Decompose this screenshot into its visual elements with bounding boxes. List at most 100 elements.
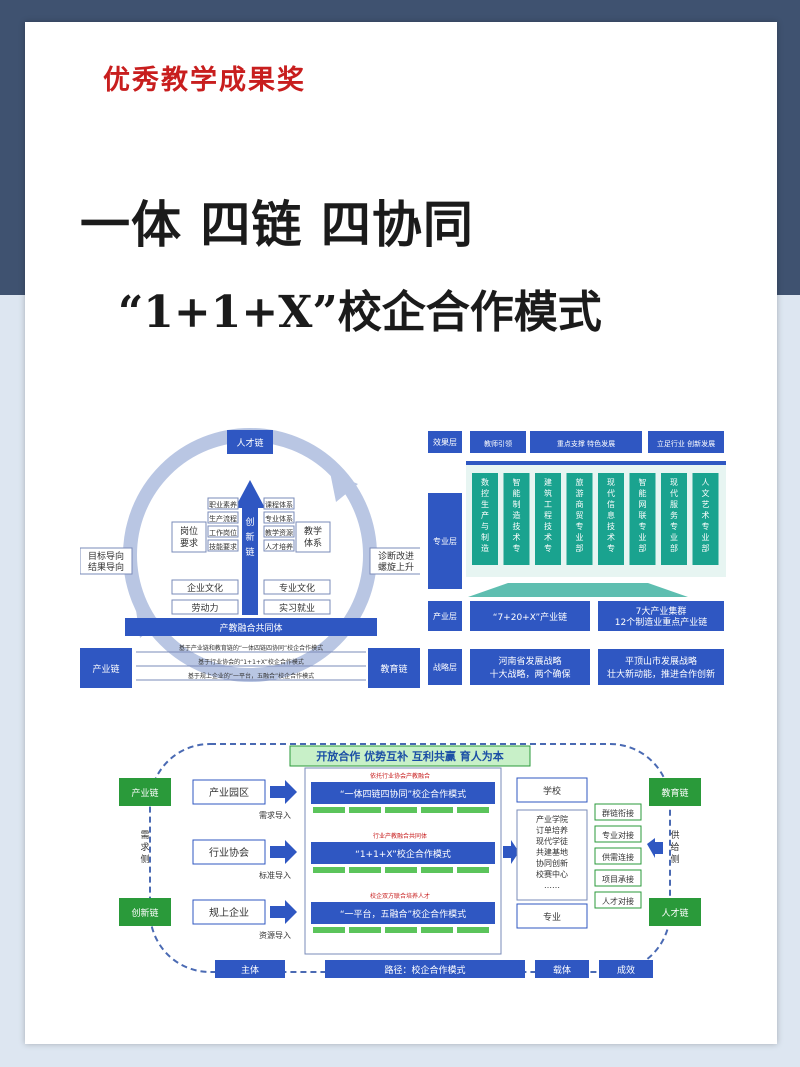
model-box — [311, 842, 495, 864]
talent-chain-label: 人才链 — [236, 437, 263, 449]
source-arrow — [270, 840, 297, 864]
major-column-char: 与 — [481, 522, 489, 531]
major-column-char: 现 — [607, 478, 615, 487]
major-column-char: 能 — [513, 488, 521, 498]
major-column — [566, 473, 593, 565]
major-column-char: 部 — [639, 543, 647, 553]
major-column — [661, 473, 687, 565]
to-school-arrow — [503, 840, 519, 864]
source-note: 需求导入 — [259, 810, 291, 820]
industry-left-box — [470, 601, 590, 631]
source-label: 行业协会 — [209, 846, 249, 859]
model-box — [311, 902, 495, 924]
model-tag — [349, 927, 381, 933]
footer-cell — [535, 960, 589, 978]
svg-text:求: 求 — [140, 841, 149, 853]
cycle-arrow-rows: 基于产业链和教育链的“一体四链四协同”校企合作模式基于行业协会的“1+1+X”校… — [136, 644, 366, 681]
major-culture: 专业文化 — [279, 582, 315, 594]
major-column-char: 术 — [513, 532, 521, 542]
svg-text:7大产业集群: 7大产业集群 — [636, 605, 687, 617]
major-column-char: 贸 — [576, 510, 584, 520]
layer-label-text: 战略层 — [433, 662, 457, 672]
model-tag — [349, 807, 381, 813]
svg-text:人才链: 人才链 — [661, 907, 688, 919]
supply-item-label: 人才对接 — [602, 896, 634, 906]
flow-diagram: 开放合作 优势互补 互利共赢 育人为本 产业链 需 求 侧 创新链 产业园区需求… — [119, 743, 701, 978]
major-column-char: 控 — [481, 488, 489, 498]
model-label: “一平台，五融合”校企合作模式 — [340, 908, 466, 920]
supply-item — [594, 847, 642, 865]
source-label: 产业园区 — [209, 786, 249, 799]
left-item — [207, 511, 239, 524]
model-tag — [313, 867, 345, 873]
svg-text:给: 给 — [670, 841, 679, 853]
model-tag — [457, 927, 489, 933]
supply-item — [594, 869, 642, 887]
major-column-char: 务 — [670, 510, 678, 520]
svg-text:要求: 要求 — [180, 537, 198, 549]
supply-item-label: 供需连接 — [602, 852, 634, 862]
major-column — [472, 473, 498, 565]
major-column-char: 文 — [702, 488, 710, 498]
major-column — [629, 473, 656, 565]
source-note: 资源导入 — [259, 930, 291, 940]
source-note: 标准导入 — [259, 870, 291, 880]
school-desc-line: 现代学徒 — [536, 836, 568, 846]
supply-item — [594, 803, 642, 821]
svg-text:侧: 侧 — [140, 853, 149, 865]
svg-text:产教融合共同体: 产教融合共同体 — [219, 622, 282, 634]
layer-label-text: 产业层 — [433, 611, 457, 621]
major-column-char: 现 — [670, 478, 678, 487]
education-chain-green — [649, 778, 701, 806]
major-column-char: 旅 — [576, 477, 584, 487]
effect-item — [530, 431, 642, 453]
major-column-char: 游 — [576, 488, 584, 498]
major-column-char: 术 — [607, 532, 615, 542]
major-column-char: 业 — [670, 532, 678, 542]
svg-text:平顶山市发展战略: 平顶山市发展战略 — [625, 655, 697, 667]
major-column-char: 部 — [670, 543, 678, 553]
major-column-char: 商 — [576, 499, 584, 509]
major-column-char: 代 — [670, 488, 678, 498]
effect-item — [470, 431, 526, 453]
right-item — [263, 497, 295, 510]
supply-item-label: 项目承接 — [602, 874, 634, 884]
innovation-chain-green — [119, 898, 171, 926]
svg-text:壮大新动能，推进合作创新: 壮大新动能，推进合作创新 — [607, 668, 715, 680]
source-arrow — [270, 780, 297, 804]
major-column-char: 造 — [481, 543, 489, 553]
major-column-char: 专 — [670, 521, 678, 531]
award-badge-text: 优秀教学成果奖 — [103, 65, 306, 96]
svg-text:新: 新 — [245, 531, 254, 543]
major-column-char: 数 — [481, 477, 489, 487]
left-item — [207, 539, 239, 552]
demand-side-label: 需 — [140, 830, 149, 841]
major-column-char: 技 — [607, 521, 615, 531]
footer-label: 路径：校企合作模式 — [384, 964, 465, 976]
major-column-char: 业 — [576, 532, 584, 542]
major-column-char: 制 — [513, 499, 521, 509]
converge-arrow — [468, 583, 688, 597]
internship-employment: 实习就业 — [279, 602, 315, 614]
major-column-char: 专 — [607, 543, 615, 553]
major-column — [535, 473, 561, 565]
major-column — [598, 473, 624, 565]
major-column-char: 智 — [513, 477, 521, 487]
model-tag — [385, 927, 417, 933]
svg-text:河南省发展战略: 河南省发展战略 — [498, 655, 561, 667]
labor-force: 劳动力 — [191, 602, 218, 614]
page-title: 一体 四链 四协同 — [80, 196, 474, 254]
major-column-char: 制 — [481, 532, 489, 542]
source-box — [192, 839, 266, 865]
major-column-char: 联 — [639, 511, 647, 520]
model-tag — [313, 807, 345, 813]
source-label: 规上企业 — [209, 906, 249, 919]
school-desc-line: 校赛中心 — [536, 869, 568, 879]
job-requirement-box: 岗位 — [180, 525, 198, 537]
svg-text:结果导向: 结果导向 — [88, 561, 124, 573]
strategy-left-box — [470, 649, 590, 685]
major-column-char: 能 — [639, 488, 647, 498]
left-item-label: 职业素养 — [209, 500, 237, 509]
